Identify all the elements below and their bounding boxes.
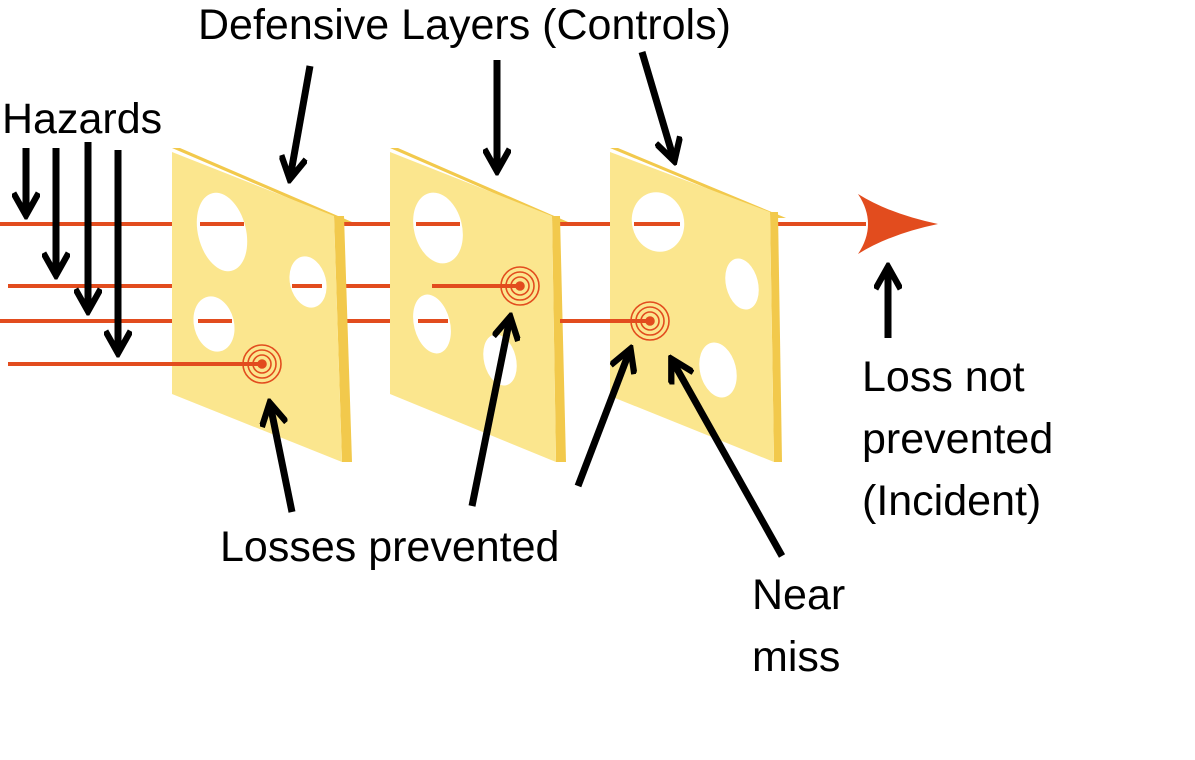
slice-hole — [193, 296, 235, 352]
slice-hole — [699, 342, 737, 398]
defensive-layer-2 — [390, 148, 568, 462]
near-miss-arrow-1 — [574, 350, 630, 488]
loss-not-prevented-line-2: prevented — [862, 415, 1054, 463]
slice-hole — [413, 192, 463, 264]
slice-edge — [334, 216, 352, 462]
near-miss-line-1: Near — [752, 571, 846, 619]
loss-not-prevented-line-3: (Incident) — [862, 477, 1042, 525]
slice-hole — [289, 256, 327, 308]
slice-edge — [552, 216, 566, 462]
arrow-to-layer-1 — [290, 65, 314, 178]
loss-not-prevented-label: Loss not prevented (Incident) — [862, 346, 1053, 532]
diagram-title: Defensive Layers (Controls) — [198, 1, 731, 49]
hazard-lines-foreground — [172, 222, 680, 366]
slice-edge — [172, 148, 352, 222]
impact-target-layer-2 — [500, 266, 540, 306]
near-miss-label: Near miss — [752, 564, 845, 688]
losses-arrow-2 — [468, 318, 510, 507]
hazards-label: Hazards — [2, 95, 163, 143]
near-miss-arrow-2 — [672, 360, 786, 558]
defensive-layer-3 — [610, 148, 786, 462]
losses-arrow-1 — [270, 404, 296, 513]
defensive-layer-1 — [172, 148, 352, 462]
loss-not-prevented-line-1: Loss not — [862, 353, 1025, 401]
losses-prevented-label: Losses prevented — [220, 523, 560, 571]
near-miss-line-2: miss — [752, 633, 841, 681]
slice-hole — [725, 258, 759, 310]
slice-hole — [196, 192, 248, 272]
callout-arrows — [26, 51, 888, 558]
impact-target-layer-3 — [630, 301, 670, 341]
impact-target-layer-1 — [242, 344, 282, 384]
slice-edge — [610, 148, 786, 218]
arrow-to-layer-3 — [638, 51, 674, 160]
slice-edge — [390, 148, 568, 222]
incident-arrowhead — [858, 194, 938, 254]
slice-hole — [413, 294, 451, 354]
